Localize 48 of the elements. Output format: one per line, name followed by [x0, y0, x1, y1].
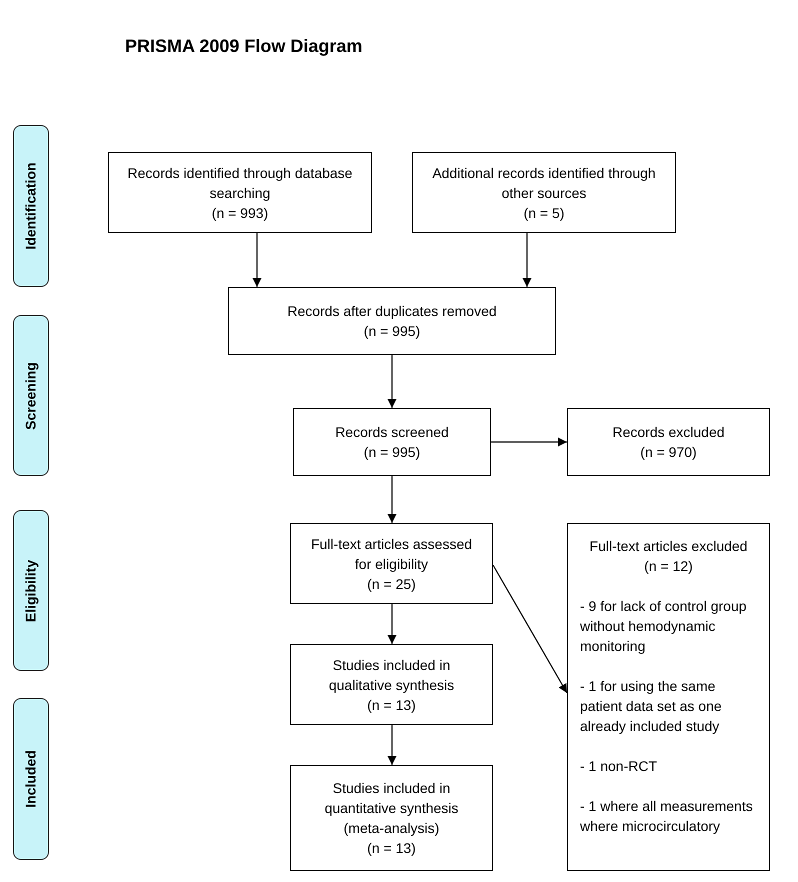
count-text: (n = 13): [366, 839, 417, 858]
exclusion-reason: - 1 non-RCT: [580, 757, 658, 776]
phase-band: [13, 315, 49, 476]
box-text: Studies included in qualitative synthesis: [328, 656, 456, 694]
process-box: [228, 287, 556, 355]
arrow: [388, 725, 396, 765]
count-text: (n = 993): [210, 204, 270, 222]
count-text: (n = 970): [639, 443, 698, 462]
process-box: [567, 523, 770, 871]
phase-label: Included: [22, 750, 40, 808]
arrow: [388, 355, 396, 408]
process-box: [567, 408, 770, 476]
phase-label: Screening: [22, 362, 40, 430]
process-box: [293, 408, 491, 476]
exclusion-reason: - 1 where all measurements where microcirculatory: [580, 797, 754, 836]
count-text: (n = 995): [362, 322, 422, 341]
process-box: [108, 152, 372, 233]
box-text: Records screened: [334, 423, 450, 442]
arrow: [522, 233, 532, 287]
phase-band: [13, 125, 49, 287]
arrow: [252, 233, 262, 287]
box-text: Records excluded: [611, 423, 726, 442]
box-text: Additional records identified through other sources: [431, 164, 657, 202]
count-text: (n = 13): [366, 696, 417, 714]
phase-label: Identification: [22, 162, 40, 250]
phase-label: Eligibility: [22, 559, 40, 622]
phase-band: [13, 510, 49, 671]
arrow: [388, 604, 396, 644]
diagram-title: PRISMA 2009 Flow Diagram: [125, 35, 362, 58]
count-text: (n = 5): [522, 204, 566, 222]
process-box: [290, 644, 493, 725]
arrow: [388, 476, 396, 523]
process-box: [290, 765, 493, 871]
box-text: Studies included in quantitative synthesis (meta-analysis): [324, 779, 460, 838]
process-box: [412, 152, 676, 233]
phase-band: [13, 698, 49, 860]
box-text: Full-text articles assessed for eligibility: [310, 534, 474, 574]
exclusion-reason: - 1 for using the same patient data set as one already included study: [580, 677, 723, 736]
count-text: (n = 25): [366, 574, 417, 594]
count-text: (n = 12): [643, 557, 694, 576]
box-text: Records identified through database searching: [126, 164, 354, 202]
box-text: Records after duplicates removed: [286, 302, 498, 321]
arrow: [492, 564, 568, 694]
process-box: [290, 523, 493, 604]
count-text: (n = 995): [362, 443, 422, 462]
arrow: [491, 438, 567, 446]
box-text: Full-text articles excluded: [588, 537, 748, 556]
exclusion-reason: - 9 for lack of control group without hemodynamic monitoring: [580, 597, 748, 656]
